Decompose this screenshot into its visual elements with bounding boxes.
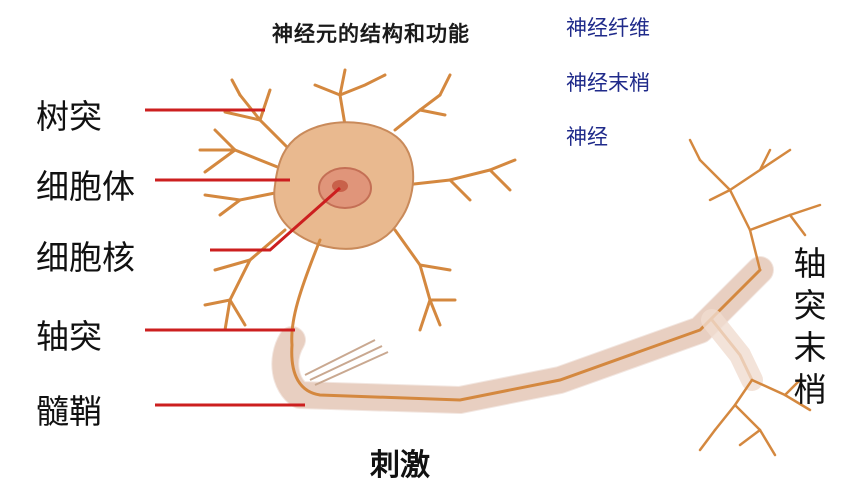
dendrites xyxy=(198,68,517,332)
axon-branch-sheath xyxy=(701,309,763,391)
label-axon: 轴突 xyxy=(36,317,102,356)
legend-nerve-ending: 神经末梢 xyxy=(566,71,650,95)
diagram-title: 神经元的结构和功能 xyxy=(272,22,470,46)
axon-terminal-char: 梢 xyxy=(793,370,827,409)
label-nucleus: 细胞核 xyxy=(36,238,135,277)
legend-nerve-fiber: 神经纤维 xyxy=(566,16,650,40)
axon-terminal-char: 末 xyxy=(793,328,827,367)
label-axon-terminal: 轴 突 末 梢 xyxy=(792,243,828,411)
label-cell-body: 细胞体 xyxy=(36,167,135,206)
stimulus-fibers xyxy=(304,339,389,386)
label-myelin: 髓鞘 xyxy=(36,392,102,431)
nucleolus-shape xyxy=(332,180,348,192)
legend-nerve: 神经 xyxy=(566,125,608,149)
axon-terminal-char: 突 xyxy=(793,286,827,325)
pointer-lines xyxy=(145,108,341,407)
label-dendrite: 树突 xyxy=(36,97,102,136)
axon-terminal-char: 轴 xyxy=(793,244,827,283)
axon-terminals-upper xyxy=(688,138,822,272)
axon-shape xyxy=(290,238,762,402)
stimulus-caption: 刺激 xyxy=(370,448,430,483)
axon-terminals-lower xyxy=(698,378,812,457)
pointer-nucleus xyxy=(210,186,341,252)
